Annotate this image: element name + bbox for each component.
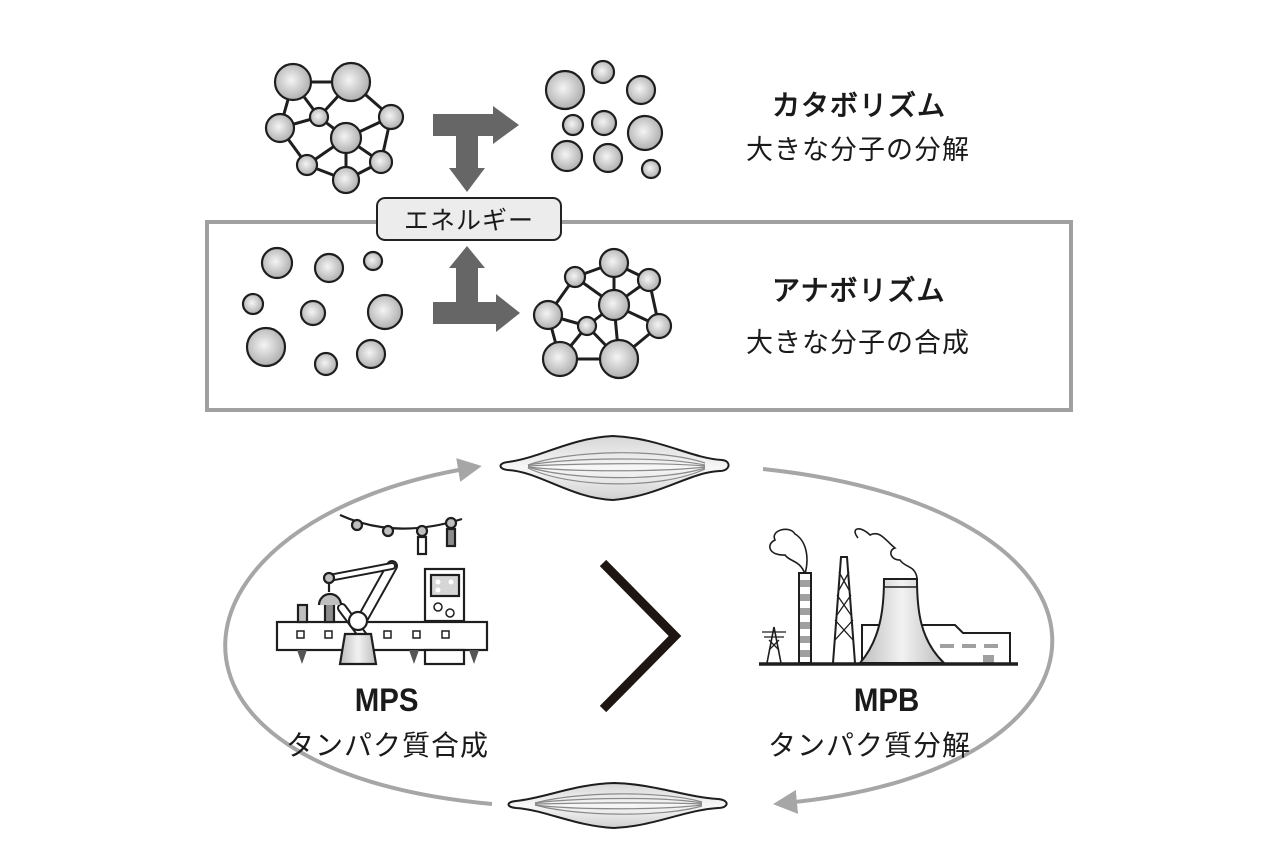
small-molecules-scattered-icon xyxy=(544,59,664,180)
catabolism-subtitle: 大きな分子の分解 xyxy=(746,135,970,166)
anabolism-arrow-icon xyxy=(433,246,520,332)
anabolism-box xyxy=(205,220,1073,412)
greater-than-icon xyxy=(599,559,682,713)
cycle-arrow-upper-left xyxy=(223,458,493,806)
large-molecule-atoms xyxy=(532,247,673,380)
small-molecules-scattered-icon xyxy=(241,246,404,377)
energy-text: エネルギー xyxy=(403,206,534,235)
cycle-arrow-lower-right xyxy=(762,467,1055,814)
muscle-icon xyxy=(499,434,730,502)
mps-label: タンパク質合成 xyxy=(286,729,490,762)
power-plant-icon xyxy=(759,528,1018,666)
mpb-abbr: MPB xyxy=(853,682,920,718)
anabolism-subtitle: 大きな分子の合成 xyxy=(746,328,970,359)
mpb-label: タンパク質分解 xyxy=(768,729,972,762)
energy-label: エネルギー xyxy=(376,197,562,241)
catabolism-arrow-icon xyxy=(433,106,519,192)
factory-assembly-line-icon xyxy=(275,513,489,666)
catabolism-title: カタボリズム xyxy=(772,89,947,122)
muscle-icon xyxy=(507,781,728,830)
large-molecule-atoms xyxy=(264,61,405,195)
mps-abbr: MPS xyxy=(354,682,419,718)
anabolism-title: アナボリズム xyxy=(772,274,946,307)
